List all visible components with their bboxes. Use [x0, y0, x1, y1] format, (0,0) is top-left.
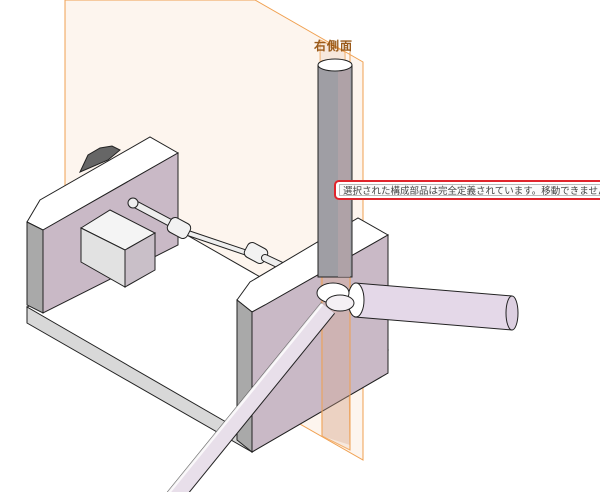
left-block-side	[26, 221, 44, 314]
tooltip-text: 選択された構成部品は完全定義されています。移動できません。(The select…	[339, 184, 600, 196]
plane-label: 右側面	[314, 39, 354, 53]
gear	[78, 145, 121, 173]
coupling-1	[166, 217, 192, 239]
tooltip: 選択された構成部品は完全定義されています。移動できません。(The select…	[334, 180, 600, 200]
motor-side	[124, 232, 156, 288]
